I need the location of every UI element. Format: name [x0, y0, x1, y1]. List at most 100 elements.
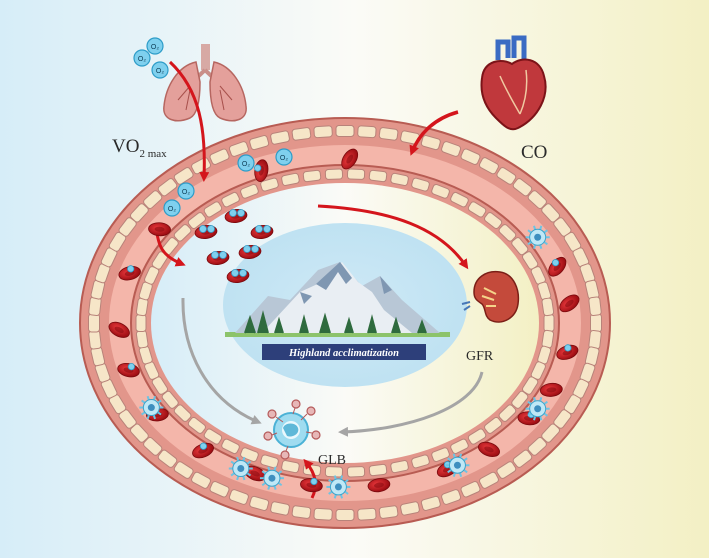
endothelial-cell — [357, 507, 377, 521]
endothelial-cell — [209, 481, 230, 498]
white-blood-cell-icon — [139, 395, 164, 420]
endothelial-cell — [420, 135, 441, 151]
svg-text:O₂: O₂ — [280, 155, 288, 162]
endothelial-cell — [203, 201, 223, 218]
endothelial-cell — [228, 141, 249, 157]
oxygen-molecules-lungs: O₂ O₂ O₂ — [133, 37, 169, 79]
endothelial-cell — [541, 423, 561, 443]
endothelial-cell — [173, 404, 192, 422]
endothelial-cell — [143, 437, 163, 456]
glb-label: GLB — [318, 453, 346, 468]
endothelial-cell — [378, 505, 399, 519]
endothelial-cell — [157, 449, 178, 468]
oxygen-molecule-icon: O₂ — [237, 154, 255, 172]
arrows — [154, 60, 484, 499]
endothelial-cell — [313, 507, 333, 521]
endothelial-cell — [411, 177, 430, 192]
endothelial-cell — [441, 141, 462, 157]
endothelial-cell — [324, 466, 344, 478]
co-label: CO — [521, 142, 547, 163]
white-blood-cell-icon — [259, 466, 284, 490]
endothelial-cell — [588, 296, 602, 317]
endothelial-cell — [378, 127, 399, 141]
endothelial-cell — [281, 460, 300, 474]
lungs-icon — [163, 44, 247, 122]
endothelial-cell — [281, 172, 300, 186]
endothelial-cell — [221, 191, 240, 208]
svg-text:O₂: O₂ — [156, 68, 164, 75]
white-blood-cell-icon — [525, 396, 550, 421]
white-blood-cell-icon — [263, 399, 321, 460]
arrow-gray-left-to-glb — [181, 297, 262, 425]
endothelial-cell — [187, 417, 206, 434]
endothelial-cell — [209, 148, 230, 165]
kidney-icon — [461, 270, 520, 323]
endothelial-cell — [313, 125, 333, 139]
endothelial-cell — [260, 454, 279, 469]
svg-text:O₂: O₂ — [182, 189, 190, 196]
endothelial-cell — [420, 495, 441, 511]
endothelial-cell — [541, 329, 555, 349]
endothelial-cell — [291, 127, 312, 141]
arrow-heart-to-vessel — [409, 110, 459, 156]
red-blood-cell-icon — [367, 478, 391, 493]
svg-text:O₂: O₂ — [168, 206, 176, 213]
endothelial-cell — [135, 329, 149, 349]
endothelial-cell — [173, 224, 192, 242]
white-blood-cell-icon — [326, 475, 351, 499]
oxygen-molecule-icon: O₂ — [177, 182, 195, 200]
red-blood-cell-icon — [478, 441, 500, 457]
endothelial-cell — [543, 314, 555, 332]
red-blood-cell-icon — [118, 265, 141, 281]
endothelial-cell — [187, 212, 206, 229]
endothelial-cell — [590, 313, 602, 333]
mountain-icon — [225, 262, 450, 337]
endothelial-cell — [511, 237, 529, 256]
endothelial-cell — [390, 172, 409, 186]
oxygen-molecule-icon: O₂ — [146, 37, 164, 55]
oxygen-molecule-icon: O₂ — [275, 148, 293, 166]
svg-text:O₂: O₂ — [151, 44, 159, 51]
endothelial-cell — [346, 466, 366, 478]
endothelial-cell — [324, 168, 344, 180]
endothelial-cell — [203, 428, 223, 445]
endothelial-cell — [368, 463, 388, 477]
endothelial-cell — [522, 376, 539, 395]
endothelial-cell — [302, 169, 322, 183]
endothelial-cell — [460, 148, 481, 165]
endothelial-cell — [129, 203, 149, 223]
endothelial-cell — [541, 297, 555, 317]
oxygen-molecule-icon: O₂ — [151, 61, 169, 79]
oxygen-molecules-vessel: O₂ O₂ O₂ O₂ — [163, 148, 293, 217]
endothelial-cell — [478, 157, 499, 175]
endothelial-cell — [335, 125, 355, 137]
arrow-gray-gfr-to-glb — [338, 371, 484, 437]
endothelial-cell — [460, 481, 481, 498]
endothelial-cell — [228, 489, 249, 505]
endothelial-cell — [270, 130, 290, 145]
endothelial-cell — [478, 471, 499, 489]
white-blood-cell-icon — [228, 456, 253, 481]
endothelial-cell — [484, 417, 503, 434]
vessel-red-blood-cells — [108, 148, 580, 493]
endothelial-cells-outer — [88, 125, 602, 521]
endothelial-cell — [173, 167, 194, 185]
endothelial-cell — [221, 438, 240, 455]
endothelial-cell — [511, 390, 529, 409]
gfr-label: GFR — [466, 349, 494, 364]
red-blood-cell-icon — [148, 222, 171, 237]
endothelial-cell — [441, 489, 462, 505]
arrow-lungs-to-vessel — [168, 60, 210, 182]
red-blood-cell-icon — [556, 344, 579, 360]
red-blood-cell-icon — [192, 442, 214, 459]
endothelial-cell — [431, 184, 450, 199]
endothelial-cell — [450, 438, 469, 455]
endothelial-cell — [498, 404, 517, 422]
endothelial-cell — [512, 178, 533, 197]
endothelial-cell — [498, 224, 517, 242]
oxygen-molecule-icon: O₂ — [163, 199, 181, 217]
endothelial-cell — [400, 501, 420, 516]
endothelial-cell — [368, 169, 388, 183]
red-blood-cell-icon — [254, 159, 269, 182]
